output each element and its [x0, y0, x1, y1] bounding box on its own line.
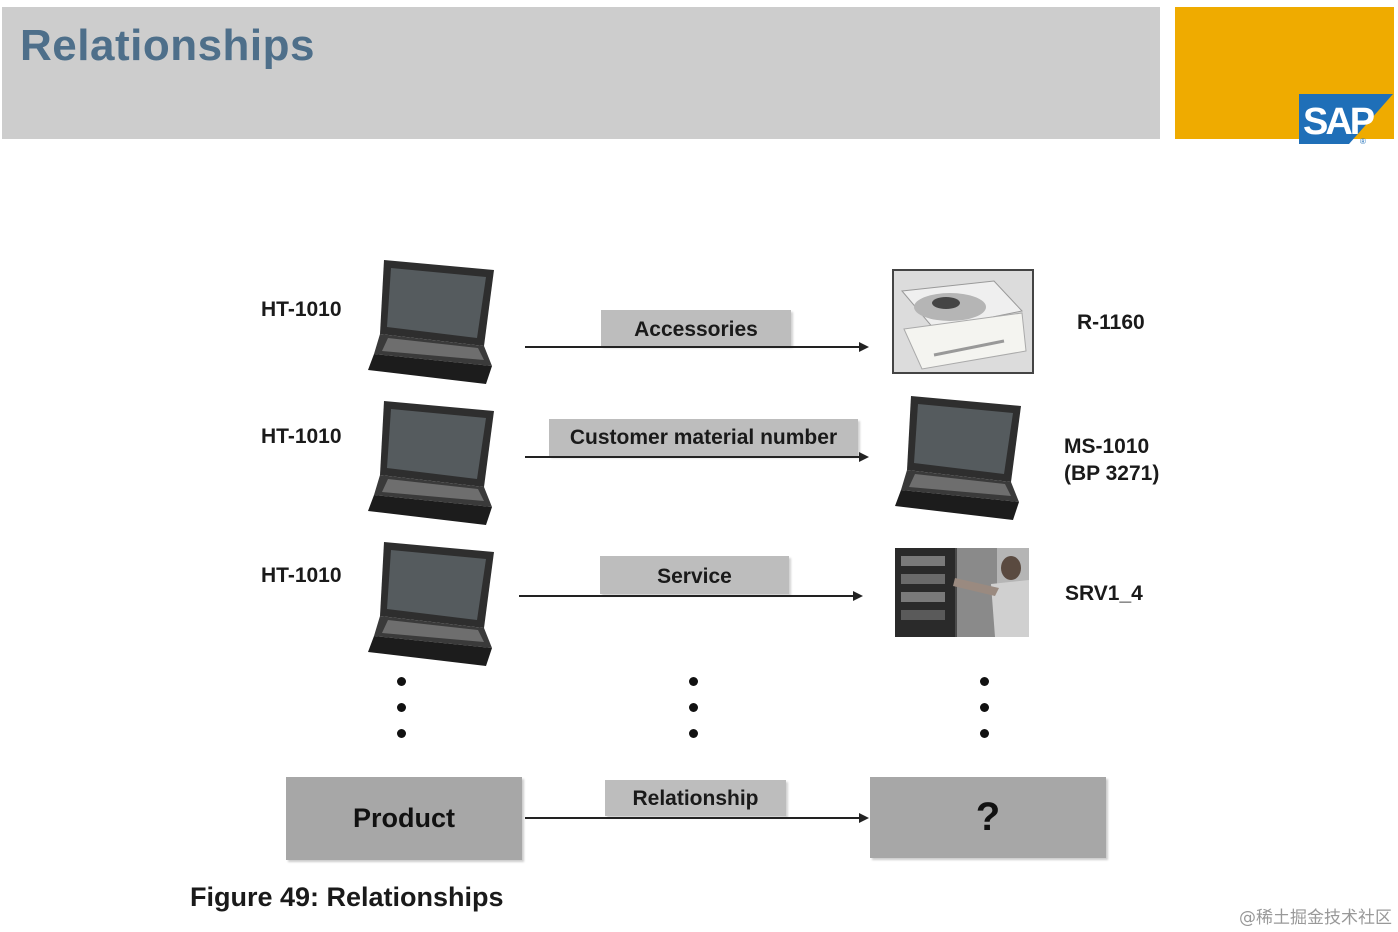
sap-logo: SAP ® — [1299, 94, 1393, 146]
row3-right-label: SRV1_4 — [1065, 580, 1143, 607]
relationship-label-service: Service — [600, 556, 789, 594]
watermark: @稀土掘金技术社区 — [1239, 908, 1392, 928]
target-box: ? — [870, 777, 1106, 858]
svg-text:®: ® — [1360, 137, 1366, 146]
laptop-image — [368, 542, 494, 666]
laptop-image — [368, 260, 494, 384]
row1-left-label: HT-1010 — [261, 298, 342, 321]
laptop-image — [895, 396, 1021, 520]
relationship-arrow — [525, 342, 869, 352]
relationship-label-customer-material-number: Customer material number — [549, 419, 858, 456]
relationship-label-generic: Relationship — [605, 780, 786, 816]
logo-panel: SAP ® — [1175, 7, 1394, 146]
ellipsis-dots — [689, 677, 699, 755]
header-bar: Relationships — [2, 7, 1160, 139]
relationship-arrow — [525, 452, 869, 462]
row2-right-line-1: MS-1010 — [1064, 435, 1150, 458]
row2-right-label: MS-1010 (BP 3271) — [1064, 433, 1159, 487]
relationship-arrow — [519, 591, 863, 601]
row3-left-label: HT-1010 — [261, 564, 342, 587]
row2-right-line-2: (BP 3271) — [1064, 462, 1160, 485]
sap-logo-text: SAP — [1303, 101, 1375, 143]
row1-right-line-1: R-1160 — [1077, 311, 1145, 334]
row2-left-label: HT-1010 — [261, 425, 342, 448]
row3-right-line-1: SRV1_4 — [1065, 582, 1143, 605]
service-technician-image — [895, 548, 1029, 637]
laptop-image — [368, 401, 494, 525]
figure-caption: Figure 49: Relationships — [190, 882, 504, 912]
ellipsis-dots — [980, 677, 990, 755]
cd-drive-image — [892, 269, 1034, 374]
ellipsis-dots — [397, 677, 407, 755]
page-title: Relationships — [20, 21, 315, 70]
relationship-label-accessories: Accessories — [601, 310, 791, 346]
product-box: Product — [286, 777, 522, 860]
relationship-arrow — [525, 813, 869, 823]
row1-right-label: R-1160 — [1077, 309, 1145, 336]
